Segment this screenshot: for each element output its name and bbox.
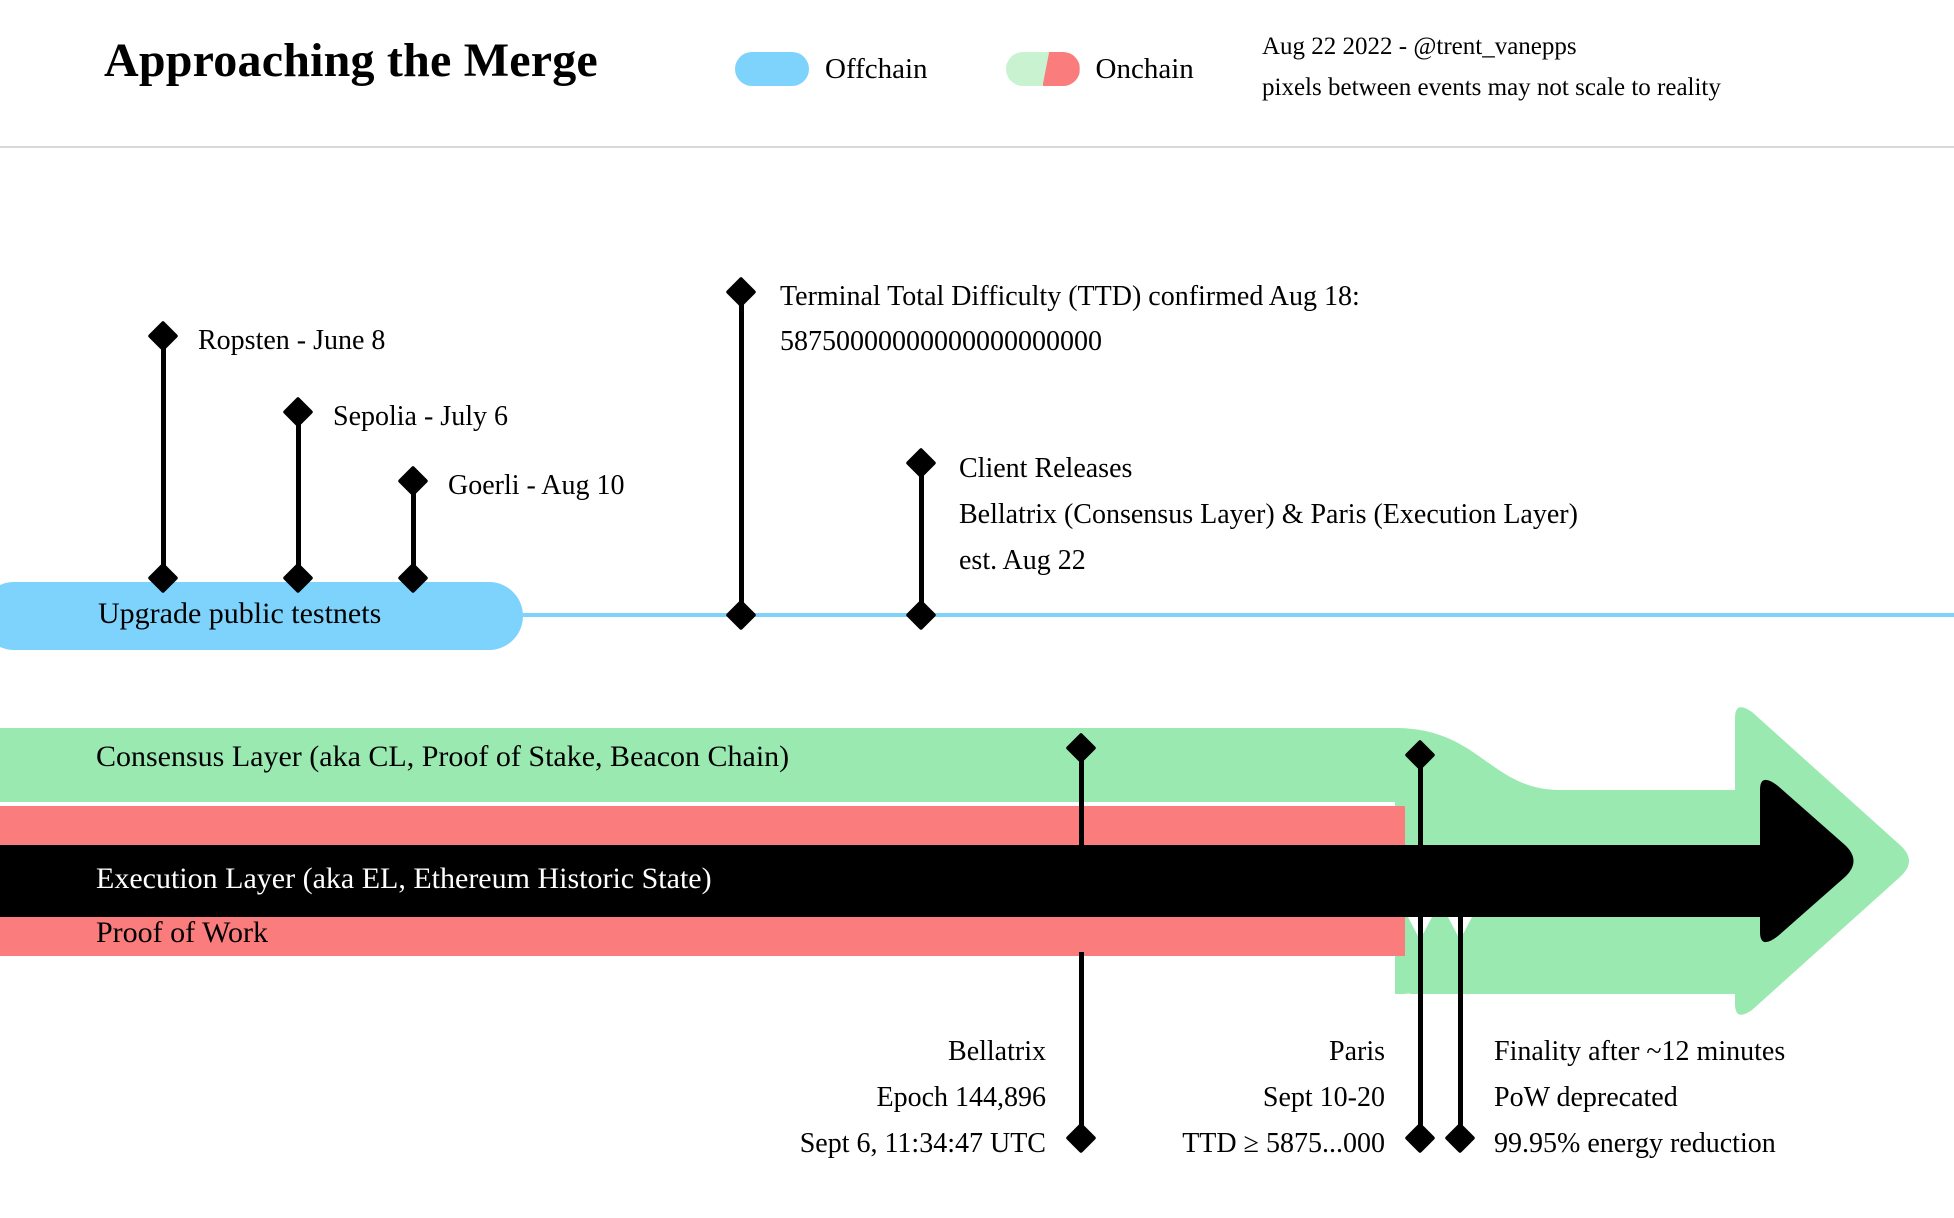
legend-label-offchain: Offchain xyxy=(825,52,928,85)
paris-line3: TTD ≥ 5875...000 xyxy=(1182,1128,1385,1159)
ropsten-connector-line xyxy=(161,336,166,586)
client-releases-line3: est. Aug 22 xyxy=(959,545,1086,576)
paris-line1: Paris xyxy=(1329,1036,1385,1067)
attribution-date-author: Aug 22 2022 - @trent_vanepps xyxy=(1262,33,1577,60)
sepolia-connector-line xyxy=(296,412,301,586)
legend-item-onchain: Onchain xyxy=(1005,52,1194,86)
onchain-pill-icon xyxy=(1005,52,1080,86)
bellatrix-line1: Bellatrix xyxy=(948,1036,1046,1067)
paris-connector-line-upper xyxy=(1418,755,1423,855)
paris-connector-line-lower xyxy=(1418,908,1423,1137)
client-releases-line1: Client Releases xyxy=(959,453,1133,484)
paris-line2: Sept 10-20 xyxy=(1262,1082,1385,1113)
legend-label-onchain: Onchain xyxy=(1095,52,1194,85)
ttd-connector-line xyxy=(739,292,744,618)
bellatrix-connector-line-lower xyxy=(1079,952,1084,1137)
goerli-connector-line xyxy=(411,481,416,586)
finality-connector-line xyxy=(1458,908,1463,1137)
ttd-label-line2: 58750000000000000000000 xyxy=(780,326,1102,357)
header-divider xyxy=(0,146,1954,148)
client-releases-connector-line xyxy=(919,463,924,618)
upgrade-public-testnets-bar xyxy=(0,582,523,650)
client-releases-line2: Bellatrix (Consensus Layer) & Paris (Exe… xyxy=(959,499,1578,530)
upgrade-public-testnets-label: Upgrade public testnets xyxy=(98,597,382,630)
bellatrix-connector-line-upper xyxy=(1079,748,1084,868)
finality-line3: 99.95% energy reduction xyxy=(1494,1128,1776,1159)
consensus-layer-label: Consensus Layer (aka CL, Proof of Stake,… xyxy=(96,740,790,773)
offchain-pill-icon xyxy=(735,52,809,86)
execution-layer-band xyxy=(0,779,1854,943)
execution-layer-label: Execution Layer (aka EL, Ethereum Histor… xyxy=(96,862,712,895)
ropsten-label: Ropsten - June 8 xyxy=(198,325,386,356)
bellatrix-line3: Sept 6, 11:34:47 UTC xyxy=(799,1128,1046,1159)
header: Approaching the Merge Offchain Onchain A… xyxy=(0,0,1954,146)
offchain-timeline-line xyxy=(523,613,1954,617)
consensus-layer-lower-band-2 xyxy=(1410,917,1735,994)
proof-of-work-label: Proof of Work xyxy=(96,916,269,949)
legend-item-offchain: Offchain xyxy=(735,52,928,86)
finality-line1: Finality after ~12 minutes xyxy=(1494,1036,1786,1067)
goerli-label: Goerli - Aug 10 xyxy=(448,470,625,501)
ttd-label-line1: Terminal Total Difficulty (TTD) confirme… xyxy=(780,281,1360,312)
finality-line2: PoW deprecated xyxy=(1494,1082,1678,1113)
legend: Offchain Onchain xyxy=(735,52,1194,86)
bellatrix-line2: Epoch 144,896 xyxy=(876,1082,1046,1113)
attribution-disclaimer: pixels between events may not scale to r… xyxy=(1262,74,1721,101)
sepolia-label: Sepolia - July 6 xyxy=(333,401,508,432)
attribution-block: Aug 22 2022 - @trent_vanepps pixels betw… xyxy=(1262,26,1721,108)
page-title: Approaching the Merge xyxy=(104,34,598,87)
